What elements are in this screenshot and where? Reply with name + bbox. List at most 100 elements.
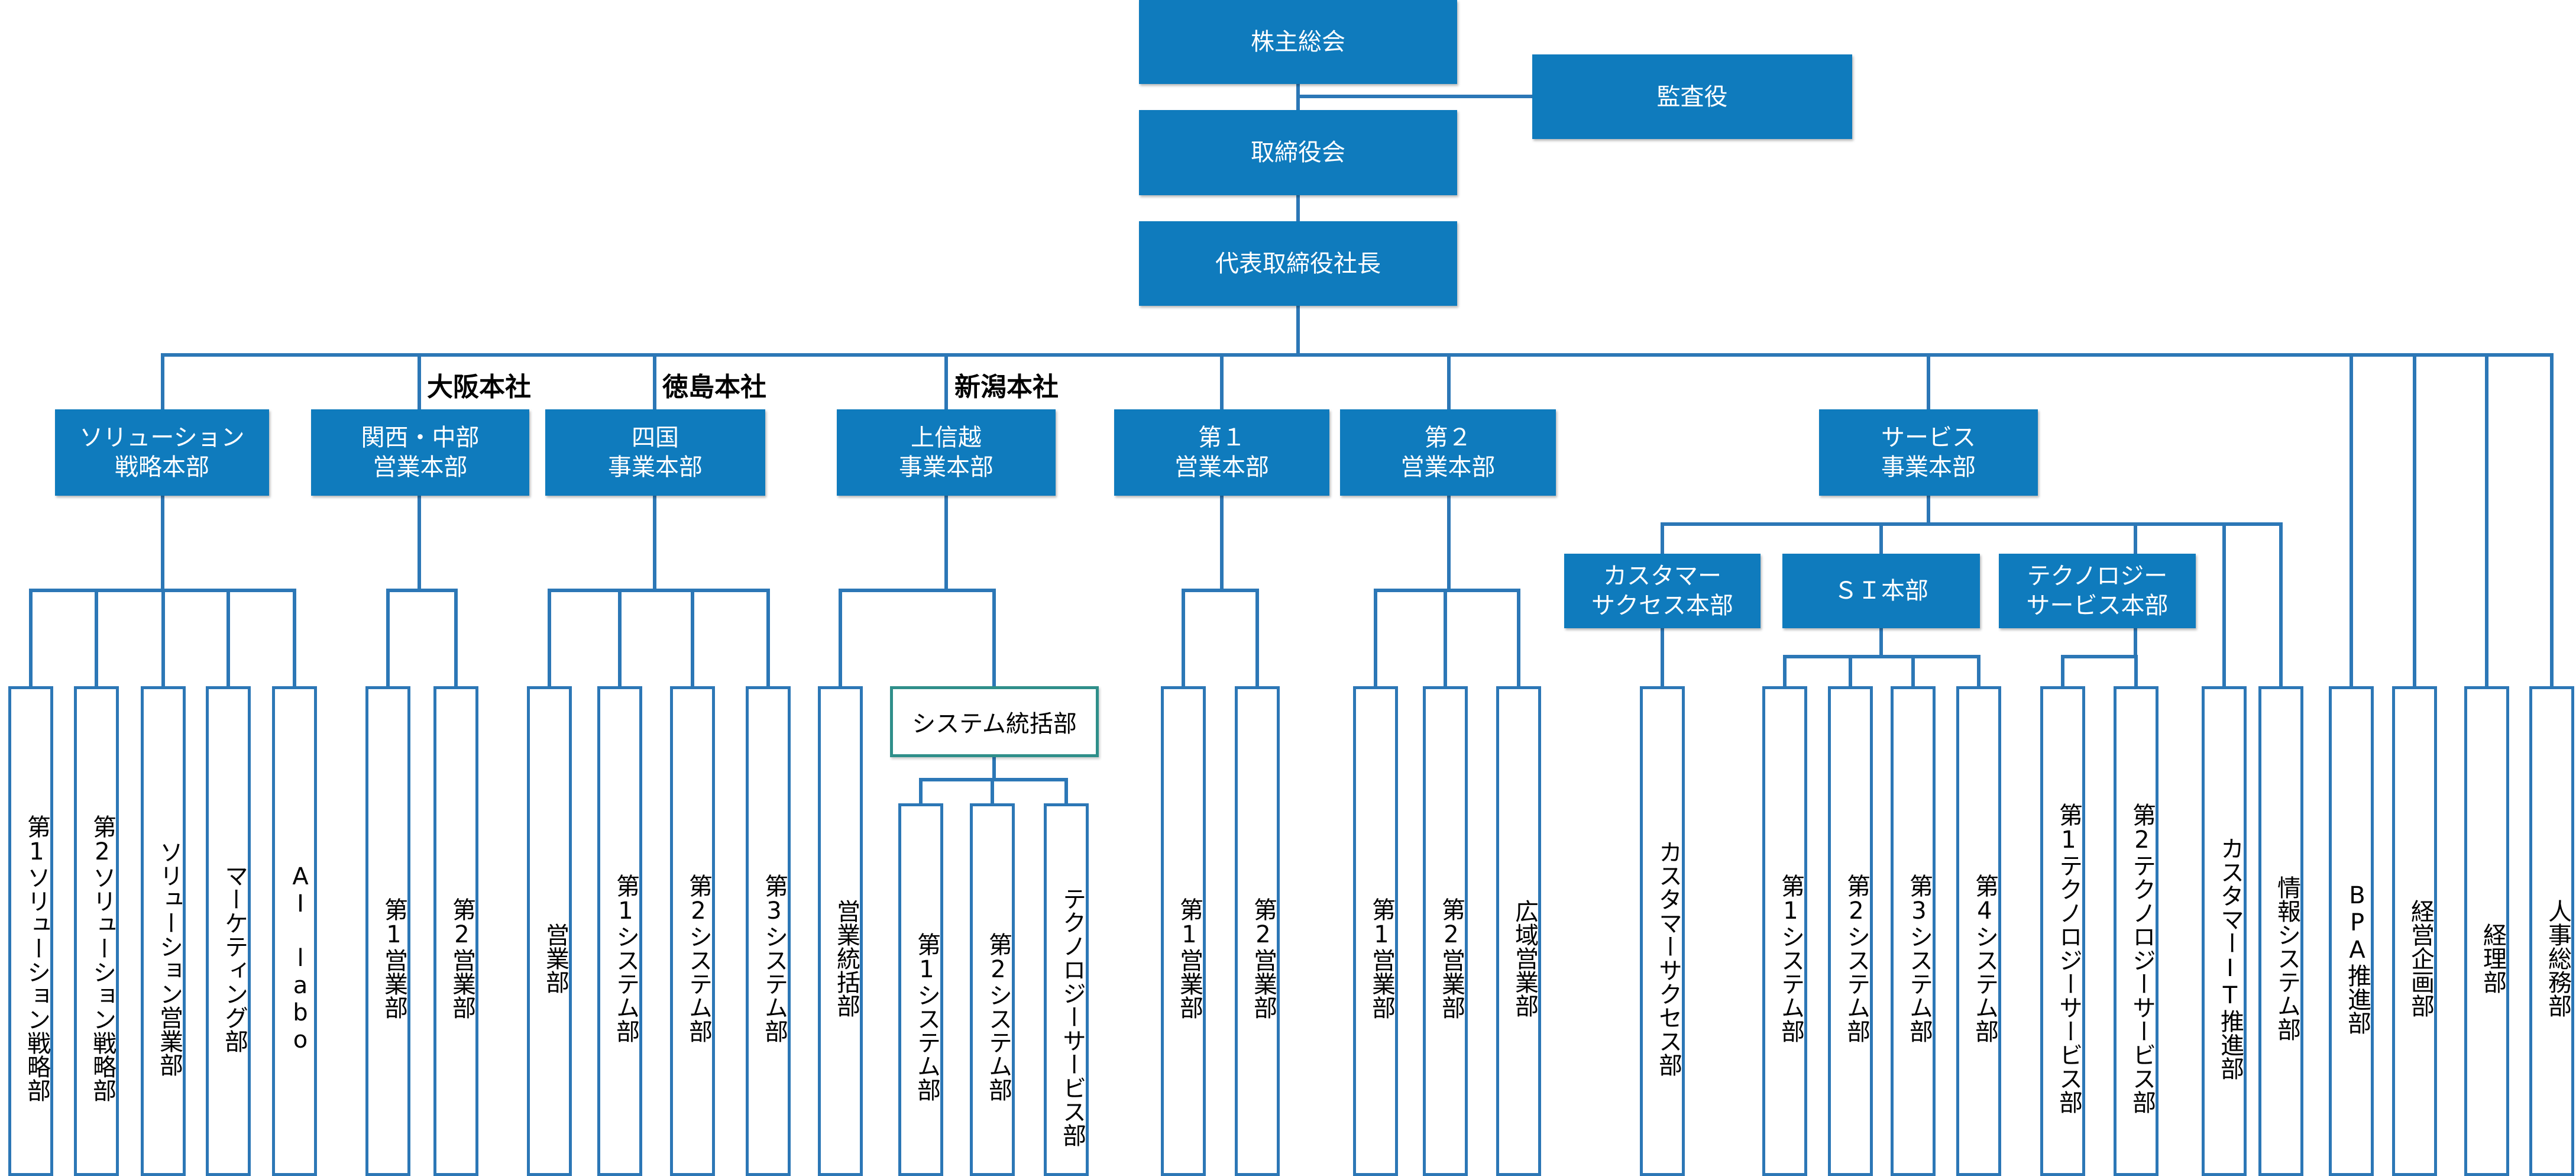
connector-kansai: [386, 494, 458, 688]
division-solution-strategy: ソリューション戦略本部: [55, 409, 269, 496]
dept-label: 第1ソリューション戦略部: [23, 815, 50, 1102]
connector-solution: [29, 494, 296, 688]
dept-joshinetsu-sys1: 第1システム部: [898, 803, 943, 1176]
division-sales2: 第２ 営業本部: [1340, 409, 1556, 496]
connector-drop-divisions: [161, 353, 1930, 411]
division-label-line: 上信越: [911, 424, 982, 451]
division-label-line: 第１: [1198, 424, 1245, 451]
division-label-line: 事業本部: [1881, 454, 1976, 481]
dept-label: BPA推進部: [2344, 882, 2371, 1035]
connector-joshinetsu: [839, 494, 996, 688]
dept-label: 第1営業部: [1368, 897, 1395, 1019]
system-integration-box: システム統括部: [890, 686, 1099, 757]
division-label-line: 営業本部: [373, 454, 468, 481]
dept-label: 第1営業部: [1176, 897, 1203, 1019]
division-label-line: 関西・中部: [361, 424, 480, 451]
dept-s2-sales2: 第2営業部: [1423, 686, 1468, 1176]
dept-kansai-sales2: 第2営業部: [433, 686, 478, 1176]
connector-shikoku: [548, 494, 770, 688]
connector-sales1: [1182, 494, 1259, 688]
subdivision-label: ＳＩ本部: [1834, 577, 1928, 605]
dept-s2-sales1: 第1営業部: [1353, 686, 1398, 1176]
shareholders-label: 株主総会: [1251, 28, 1345, 56]
connector-system-integration: [919, 755, 1068, 805]
dept-bpa: BPA推進部: [2329, 686, 2374, 1176]
dept-label: 第1システム部: [612, 874, 639, 1043]
hq-label-niigata: 新潟本社: [954, 372, 1059, 402]
division-joshinetsu: 上信越事業本部: [837, 409, 1056, 496]
dept-tech-service1: 第1テクノロジーサービス部: [2040, 686, 2085, 1176]
dept-label: 経理部: [2479, 923, 2506, 994]
dept-label: 経営企画部: [2407, 899, 2434, 1017]
dept-tech-service2: 第2テクノロジーサービス部: [2114, 686, 2158, 1176]
dept-label: 第1営業部: [380, 897, 407, 1019]
hq-label-tokushima: 徳島本社: [662, 372, 766, 402]
dept-label: 第1システム部: [1777, 874, 1804, 1043]
dept-joshinetsu-sales-control: 営業統括部: [818, 686, 863, 1176]
dept-label: 第2ソリューション戦略部: [89, 815, 116, 1102]
auditor-box: 監査役: [1532, 54, 1852, 139]
dept-customer-it: カスタマーIT推進部: [2202, 686, 2247, 1176]
dept-ai-labo: AI labo: [272, 686, 317, 1176]
dept-label: 人事総務部: [2544, 899, 2571, 1017]
division-label-line: 事業本部: [899, 454, 993, 481]
dept-corporate-planning: 経営企画部: [2392, 686, 2437, 1176]
division-shikoku: 四国事業本部: [545, 409, 765, 496]
dept-label: 広域営業部: [1511, 899, 1538, 1017]
dept-shikoku-sales: 営業部: [527, 686, 572, 1176]
dept-joshinetsu-sys2: 第2システム部: [970, 803, 1015, 1176]
dept-label: 情報システム部: [2273, 875, 2300, 1041]
dept-s1-sales1: 第1営業部: [1161, 686, 1206, 1176]
dept-label: マーケティング部: [221, 864, 248, 1053]
president-label: 代表取締役社長: [1215, 250, 1381, 277]
dept-label: カスタマーサクセス部: [1655, 840, 1682, 1077]
dept-customer-success: カスタマーサクセス部: [1640, 686, 1685, 1176]
dept-label: 第2営業部: [1250, 897, 1277, 1019]
dept-si-sys2: 第2システム部: [1828, 686, 1873, 1176]
connector-drop-staff: [2350, 353, 2554, 688]
division-label-line: 戦略本部: [114, 454, 209, 481]
dept-label: 第2営業部: [448, 897, 475, 1019]
dept-shikoku-sys1: 第1システム部: [597, 686, 642, 1176]
hq-label-osaka: 大阪本社: [427, 372, 531, 402]
auditor-label: 監査役: [1656, 83, 1728, 111]
dept-s2-wide-area: 広域営業部: [1496, 686, 1541, 1176]
division-label-line: 第２: [1424, 424, 1472, 451]
division-service: サービス事業本部: [1819, 409, 2038, 496]
dept-accounting: 経理部: [2464, 686, 2509, 1176]
dept-sol-strategy2: 第2ソリューション戦略部: [74, 686, 119, 1176]
board-label: 取締役会: [1251, 139, 1345, 166]
dept-shikoku-sys2: 第2システム部: [670, 686, 715, 1176]
subdivision-label-line: サービス本部: [2026, 592, 2169, 619]
shareholders-box: 株主総会: [1139, 0, 1457, 84]
dept-label: 第4システム部: [1971, 874, 1998, 1043]
dept-si-sys3: 第3システム部: [1891, 686, 1936, 1176]
dept-label: 第2システム部: [985, 932, 1012, 1101]
dept-label: 第2システム部: [685, 874, 712, 1043]
division-kansai-chubu: 関西・中部営業本部: [311, 409, 529, 496]
dept-kansai-sales1: 第1営業部: [365, 686, 410, 1176]
dept-label: 営業統括部: [833, 899, 860, 1017]
subdivision-label-line: カスタマー: [1603, 563, 1721, 590]
division-label-line: 事業本部: [608, 454, 703, 481]
division-label-line: サービス: [1881, 424, 1976, 451]
subdivision-label-line: テクノロジー: [2027, 563, 2168, 590]
dept-info-system: 情報システム部: [2258, 686, 2303, 1176]
dept-label: 第3システム部: [1905, 874, 1933, 1043]
dept-label: 第1システム部: [913, 932, 940, 1101]
dept-hr-general: 人事総務部: [2529, 686, 2574, 1176]
dept-label: AI labo: [287, 863, 314, 1054]
connector-tech-service: [2061, 626, 2138, 688]
subdivision-label-line: サクセス本部: [1591, 592, 1733, 619]
subdivision-technology-service: テクノロジーサービス本部: [1999, 554, 2196, 628]
dept-label: カスタマーIT推進部: [2216, 836, 2244, 1080]
division-label-line: 営業本部: [1400, 454, 1496, 481]
system-integration-label: システム統括部: [912, 710, 1077, 738]
dept-si-sys4: 第4システム部: [1956, 686, 2001, 1176]
president-box: 代表取締役社長: [1139, 221, 1457, 306]
dept-label: 第1テクノロジーサービス部: [2055, 803, 2082, 1114]
connector-si: [1783, 626, 1980, 688]
connector-sales2: [1374, 494, 1520, 688]
dept-label: 第2営業部: [1438, 897, 1465, 1019]
